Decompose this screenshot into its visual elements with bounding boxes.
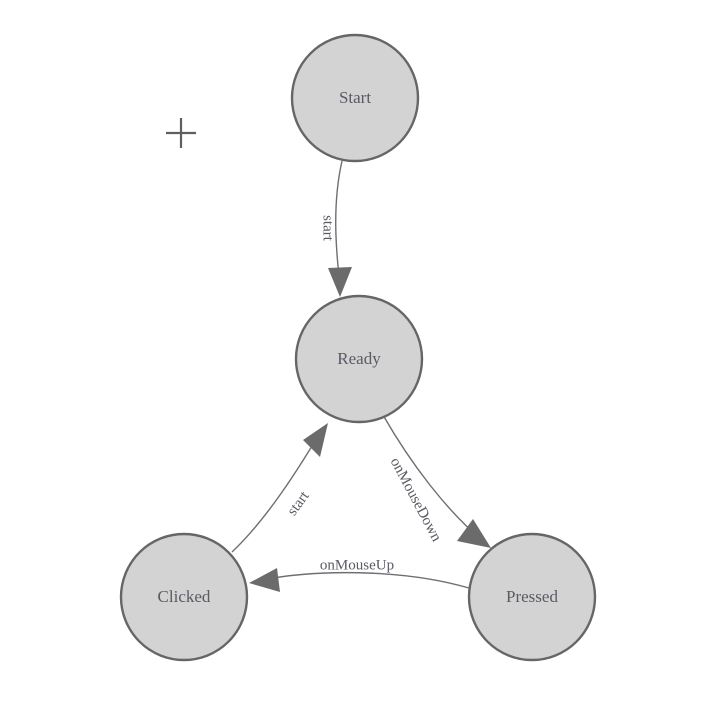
node-clicked[interactable]: Clicked	[119, 532, 249, 662]
edge-path-clicked-to-ready[interactable]	[231, 432, 321, 553]
edge-label-clicked-to-ready: start	[284, 488, 313, 519]
node-circle-clicked[interactable]	[119, 532, 249, 662]
arrow-head-into-ready-top	[328, 267, 352, 297]
edge-path-pressed-to-clicked[interactable]	[261, 571, 470, 589]
edge-pressed-to-clicked[interactable]	[249, 568, 470, 592]
node-ready[interactable]: Ready	[294, 294, 424, 424]
edge-path-start-to-ready[interactable]	[335, 160, 343, 287]
node-label-start: Start	[339, 88, 371, 107]
edge-label-pressed-to-clicked: onMouseUp	[320, 557, 394, 573]
edge-start-to-ready[interactable]	[328, 160, 352, 297]
node-circle-pressed[interactable]	[467, 532, 597, 662]
edge-ready-to-pressed[interactable]	[382, 414, 491, 548]
node-label-clicked: Clicked	[158, 587, 211, 606]
node-pressed[interactable]: Pressed	[467, 532, 597, 662]
edge-label-start-to-ready: start	[320, 215, 336, 242]
arrow-head-into-clicked	[249, 568, 280, 592]
arrow-head-into-pressed	[457, 519, 491, 548]
edge-label-ready-to-pressed: onMouseDown	[387, 455, 445, 545]
crosshair-icon[interactable]	[166, 118, 196, 148]
node-label-ready: Ready	[337, 349, 381, 368]
node-label-pressed: Pressed	[506, 587, 558, 606]
edge-clicked-to-ready[interactable]	[231, 423, 328, 553]
node-circle-start[interactable]	[290, 33, 420, 163]
node-start[interactable]: Start	[290, 33, 420, 163]
node-circle-ready[interactable]	[294, 294, 424, 424]
arrow-head-into-ready-bottom	[303, 423, 328, 457]
